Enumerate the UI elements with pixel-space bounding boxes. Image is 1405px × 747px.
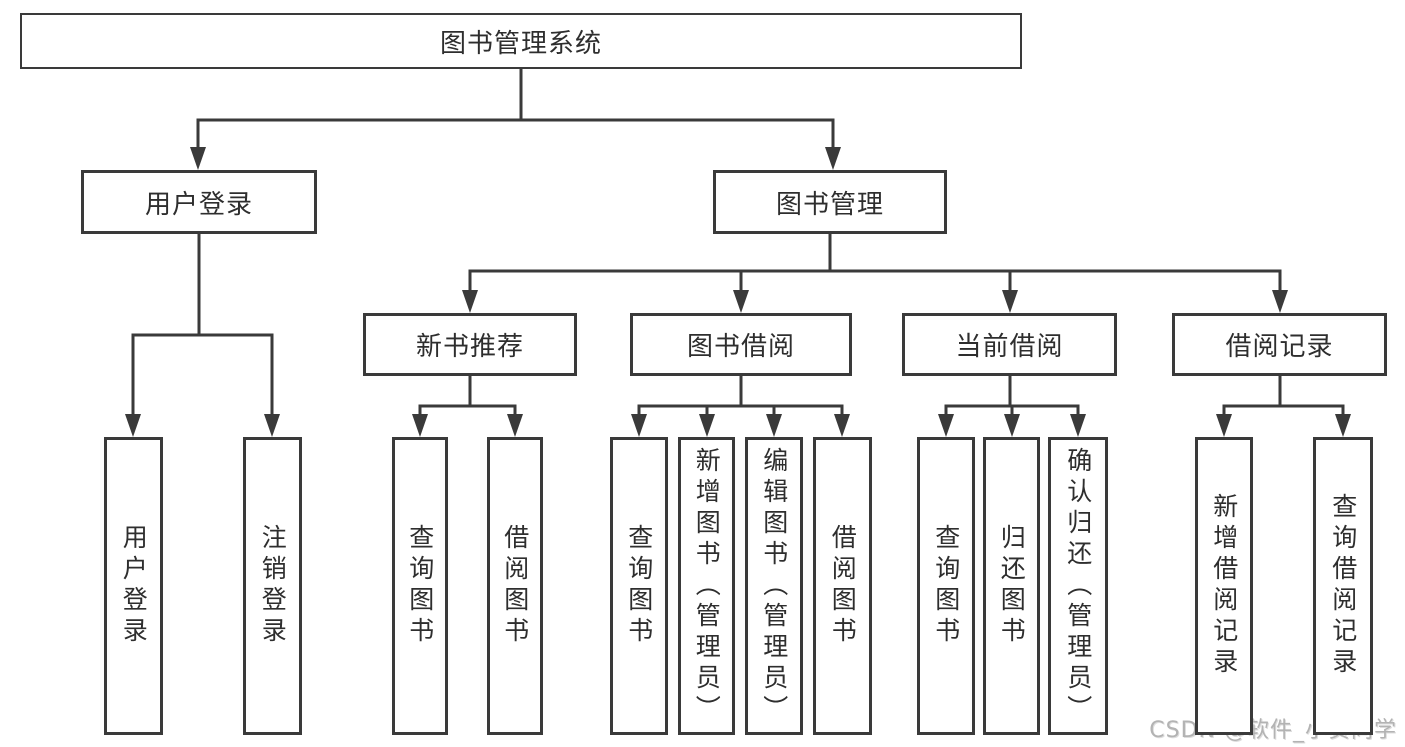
node-label: 新增借阅记录 <box>1209 493 1239 679</box>
arrowhead-icon <box>1002 290 1018 313</box>
node-borrow-edit: 编辑图书（管理员） <box>745 437 803 735</box>
connector-path-borrow <box>637 374 844 422</box>
node-login: 用户登录 <box>81 170 317 234</box>
arrowhead-icon <box>125 414 141 437</box>
node-label: 新增图书（管理员） <box>692 446 722 726</box>
connector-path-current <box>944 374 1080 422</box>
connector-path-mgmt <box>468 232 1282 298</box>
node-label: 用户登录 <box>144 189 253 220</box>
node-label: 图书借阅 <box>686 332 795 362</box>
arrowhead-icon <box>825 147 841 170</box>
node-label: 图书管理系统 <box>439 28 602 59</box>
connector-path-rec <box>418 374 517 422</box>
connector-path-login <box>131 232 274 422</box>
arrowhead-icon <box>507 414 523 437</box>
arrowhead-icon <box>733 290 749 313</box>
node-label: 借阅图书 <box>500 524 530 648</box>
node-borrow-borrow: 借阅图书 <box>813 437 872 735</box>
arrowhead-icon <box>834 414 850 437</box>
node-rec: 新书推荐 <box>363 313 577 376</box>
node-borrow: 图书借阅 <box>630 313 852 376</box>
node-rec-borrow: 借阅图书 <box>487 437 543 735</box>
node-label: 用户登录 <box>119 524 149 648</box>
arrowhead-icon <box>1335 414 1351 437</box>
arrowhead-icon <box>1004 414 1020 437</box>
node-label: 查询图书 <box>931 524 961 648</box>
node-label: 编辑图书（管理员） <box>759 446 789 726</box>
node-rec-query: 查询图书 <box>392 437 448 735</box>
connector-path-root <box>196 67 835 155</box>
node-record: 借阅记录 <box>1172 313 1387 376</box>
node-root: 图书管理系统 <box>20 13 1022 69</box>
node-label: 归还图书 <box>997 524 1027 648</box>
arrowhead-icon <box>264 414 280 437</box>
arrowhead-icon <box>462 290 478 313</box>
arrowhead-icon <box>1070 414 1086 437</box>
node-borrow-add: 新增图书（管理员） <box>678 437 735 735</box>
connector-path-record <box>1222 374 1345 422</box>
node-borrow-query: 查询图书 <box>610 437 668 735</box>
arrowhead-icon <box>1216 414 1232 437</box>
node-label: 查询图书 <box>405 524 435 648</box>
node-label: 查询借阅记录 <box>1328 493 1358 679</box>
node-login-user: 用户登录 <box>104 437 163 735</box>
arrowhead-icon <box>699 414 715 437</box>
node-label: 确认归还（管理员） <box>1063 446 1093 726</box>
arrowhead-icon <box>766 414 782 437</box>
node-current-confirm: 确认归还（管理员） <box>1048 437 1108 735</box>
node-label: 借阅记录 <box>1225 332 1334 362</box>
node-label: 当前借阅 <box>955 332 1064 362</box>
node-current-query: 查询图书 <box>917 437 975 735</box>
node-mgmt: 图书管理 <box>713 170 947 234</box>
arrowhead-icon <box>631 414 647 437</box>
node-record-add: 新增借阅记录 <box>1195 437 1253 735</box>
arrowhead-icon <box>1272 290 1288 313</box>
node-login-logout: 注销登录 <box>243 437 302 735</box>
arrowhead-icon <box>938 414 954 437</box>
node-label: 借阅图书 <box>828 524 858 648</box>
node-label: 注销登录 <box>258 524 288 648</box>
node-label: 查询图书 <box>624 524 654 648</box>
arrowhead-icon <box>190 147 206 170</box>
arrowhead-icon <box>412 414 428 437</box>
node-current-return: 归还图书 <box>983 437 1040 735</box>
node-label: 新书推荐 <box>415 332 524 362</box>
node-record-query: 查询借阅记录 <box>1313 437 1373 735</box>
node-label: 图书管理 <box>775 189 884 220</box>
node-current: 当前借阅 <box>902 313 1117 376</box>
